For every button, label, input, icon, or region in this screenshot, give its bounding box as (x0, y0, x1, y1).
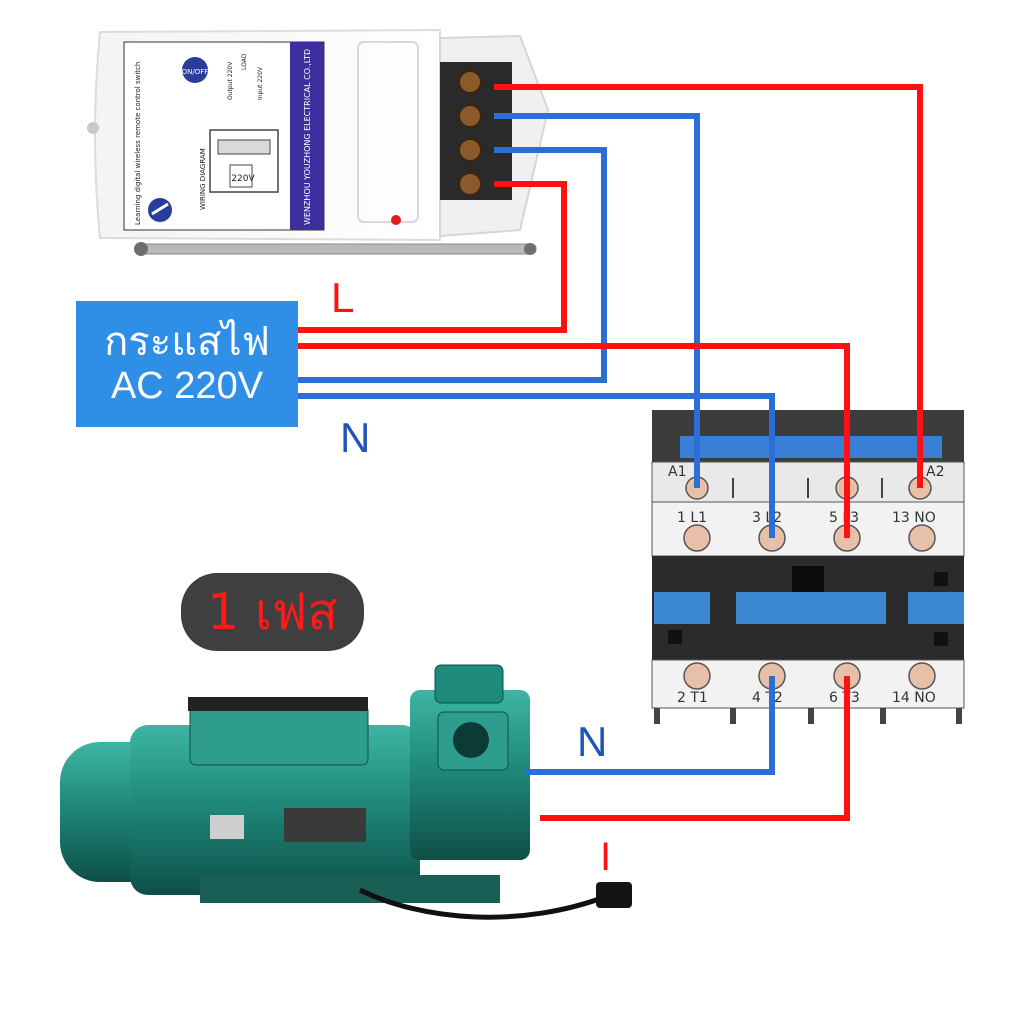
live-wire-switch-power (298, 181, 567, 333)
live-wire-switch-a2 (494, 84, 923, 488)
neutral-label-left: N (340, 414, 370, 461)
brand-text: WENZHOU YOUZHONG ELECTRICAL CO.,LTD (303, 49, 312, 225)
phase-badge: 1 เฟส (181, 573, 364, 651)
terminal-label-14no: 14 NO (892, 690, 936, 706)
power-source-line2: AC 220V (110, 365, 264, 407)
neutral-wire-power-l2 (298, 393, 775, 538)
bottom-terminal-row: 2 T1 4 T2 6 T3 14 NO (677, 662, 936, 706)
wires (298, 84, 923, 821)
contactor-feet (654, 708, 962, 724)
power-source-box: กระแสไฟ AC 220V (76, 301, 298, 427)
live-wire-power-l3 (298, 343, 850, 538)
power-source-line1: กระแสไฟ (104, 319, 270, 365)
terminal-label-t2: 4 T2 (752, 690, 783, 706)
coil-a1-label: A1 (668, 464, 686, 480)
button-label: ON/OFF (182, 68, 209, 76)
terminal-label-t1: 2 T1 (677, 690, 708, 706)
neutral-wire-switch-power (298, 147, 607, 383)
dividers (732, 478, 883, 498)
terminal-label-13no: 13 NO (892, 510, 936, 526)
live-label-top: L (331, 274, 354, 321)
coil-a2-label: A2 (926, 464, 944, 480)
terminal-label-l2: 3 L2 (752, 510, 782, 526)
neutral-label-pump: N (577, 718, 607, 765)
output-label: Output 220V (227, 61, 234, 100)
switch-subtitle: Learning digital wireless remote control… (134, 62, 142, 225)
neutral-wire-switch-a1 (494, 113, 700, 488)
antenna-icon (134, 242, 537, 256)
load-label: LOAD (241, 53, 248, 70)
switch-terminal-screws (458, 70, 482, 196)
water-pump (60, 664, 632, 920)
contactor: A1 A2 1 L1 3 L2 5 L3 13 NO 2 T1 4 T2 6 T… (651, 410, 965, 724)
input-label: Input 220V (257, 66, 264, 100)
neutral-wire-pump (526, 676, 775, 775)
live-label-pump: I (600, 835, 611, 879)
remote-switch: ON/OFF 220V Learning digital wireless re… (87, 28, 550, 256)
status-led-icon (391, 215, 401, 225)
terminal-label-l1: 1 L1 (677, 510, 707, 526)
wiring-diagram-title: WIRING DIAGRAM (199, 148, 207, 210)
live-wire-pump (540, 676, 850, 821)
voltage-label: 220V (231, 174, 255, 184)
on-off-button-icon (182, 57, 208, 83)
brand-logo-icon (148, 198, 172, 222)
